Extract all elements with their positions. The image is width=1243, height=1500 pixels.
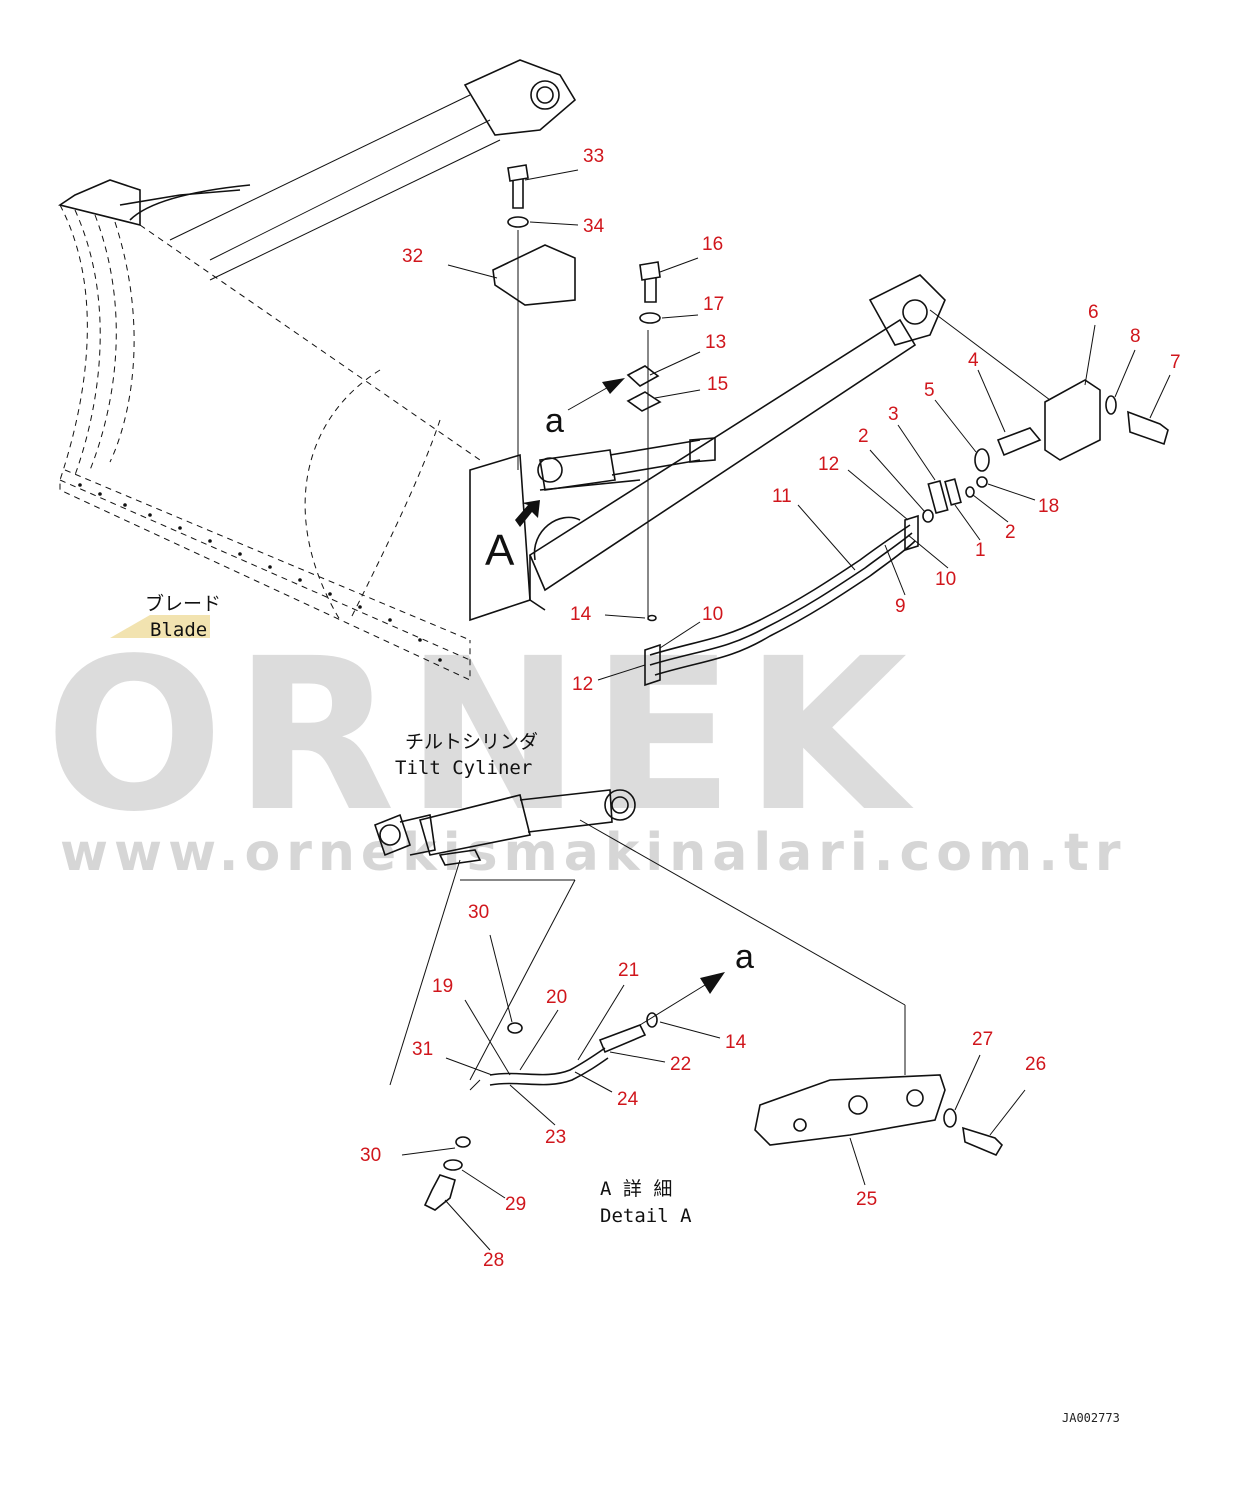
blade-drawing: ブレード Blade — [58, 59, 577, 681]
view-a-label: A — [485, 526, 515, 575]
callout-7: 7 — [1170, 352, 1181, 373]
right-parts — [922, 309, 1169, 523]
callout-5: 5 — [924, 380, 935, 401]
callout-12b: 12 — [572, 674, 593, 695]
watermark: ORNEK www.ornekismakinalari.com.tr — [45, 613, 1126, 883]
callout-17: 17 — [703, 294, 724, 315]
callout-22: 22 — [670, 1054, 691, 1075]
arrow-a-head-detail — [700, 972, 725, 994]
tilt-cylinder: チルトシリンダ Tilt Cyliner — [374, 731, 906, 1086]
bolt-33 — [507, 164, 529, 182]
bolt-26 — [962, 1126, 1004, 1157]
callout-21: 21 — [618, 960, 639, 981]
callout-24: 24 — [617, 1089, 639, 1110]
washer-2a — [922, 509, 934, 523]
bolt-28 — [423, 1174, 456, 1211]
washer-27 — [943, 1108, 957, 1128]
washer-29 — [443, 1159, 463, 1171]
callout-8: 8 — [1130, 326, 1141, 347]
callout-11: 11 — [772, 486, 792, 507]
callout-29: 29 — [505, 1194, 526, 1215]
top-parts — [492, 164, 662, 622]
oring-14-detail — [646, 1012, 658, 1028]
shim-3 — [927, 479, 949, 515]
guard-25 — [754, 1074, 946, 1146]
pin-4 — [996, 427, 1042, 457]
bolt-7 — [1127, 410, 1169, 446]
callout-16: 16 — [702, 234, 723, 255]
callout-14b: 14 — [725, 1032, 747, 1053]
callout-23: 23 — [545, 1127, 566, 1148]
callout-9: 9 — [895, 596, 906, 617]
blade-label-jp: ブレード — [145, 592, 221, 615]
callout-1: 1 — [975, 540, 986, 561]
callout-3: 3 — [888, 404, 899, 425]
callout-18: 18 — [1038, 496, 1059, 517]
blade-label-en: Blade — [150, 619, 207, 641]
watermark-brand: ORNEK — [45, 613, 917, 858]
plate-13 — [626, 365, 660, 387]
callout-10a: 10 — [935, 569, 956, 590]
callout-31: 31 — [412, 1039, 433, 1060]
clip-30-top — [507, 1022, 523, 1034]
callout-27: 27 — [972, 1029, 993, 1050]
callout-19: 19 — [432, 976, 453, 997]
callout-leaders — [401, 169, 1171, 1251]
bolt-16 — [639, 261, 661, 281]
nut-18 — [976, 476, 988, 488]
bracket-32 — [492, 244, 576, 306]
arrow-a-shaft-detail — [639, 984, 706, 1026]
washer-17 — [639, 312, 661, 324]
clip-30-bottom — [455, 1136, 471, 1148]
right-arm: A a — [485, 274, 946, 611]
blade-tag-highlight — [110, 615, 210, 638]
drawing-code: JA002773 — [1062, 1411, 1120, 1425]
view-a-arrow — [515, 500, 540, 527]
shim-1 — [944, 478, 962, 506]
arrow-a-label-top: a — [545, 402, 564, 440]
callout-14a: 14 — [570, 604, 592, 625]
callout-10b: 10 — [702, 604, 723, 625]
callout-28: 28 — [483, 1250, 504, 1271]
arrow-a-head-top — [602, 378, 625, 394]
tilt-label-jp: チルトシリンダ — [405, 731, 538, 753]
washer-34 — [507, 216, 529, 228]
detail-label-en: Detail A — [600, 1205, 692, 1227]
callout-34: 34 — [583, 216, 605, 237]
callout-2b: 2 — [1005, 522, 1016, 543]
washer-8 — [1105, 395, 1117, 415]
blade-holes — [78, 483, 442, 662]
callout-32: 32 — [402, 246, 423, 267]
callout-30a: 30 — [468, 902, 489, 923]
arrow-a-label-detail: a — [735, 938, 754, 976]
washer-2b — [965, 486, 975, 498]
callout-6: 6 — [1088, 302, 1099, 323]
callout-25: 25 — [856, 1189, 877, 1210]
callout-numbers: 33 34 32 16 17 13 15 6 8 7 4 5 3 2 12 11… — [360, 146, 1181, 1271]
callout-2a: 2 — [858, 426, 869, 447]
callout-26: 26 — [1025, 1054, 1046, 1075]
callout-13: 13 — [705, 332, 726, 353]
callout-30b: 30 — [360, 1145, 381, 1166]
detail-a-parts: a A 詳 細 Detail A — [423, 938, 1004, 1227]
washer-5 — [974, 448, 990, 472]
callout-4: 4 — [968, 350, 979, 371]
arrow-a-shaft-top — [567, 384, 613, 411]
plate-15 — [626, 391, 662, 412]
callout-12a: 12 — [818, 454, 839, 475]
hoses — [644, 514, 919, 687]
watermark-url: www.ornekismakinalari.com.tr — [60, 823, 1126, 883]
detail-label-jp: A 詳 細 — [600, 1178, 672, 1200]
tilt-label-en: Tilt Cyliner — [395, 757, 532, 779]
callout-33: 33 — [583, 146, 604, 167]
callout-20: 20 — [546, 987, 567, 1008]
callout-15: 15 — [707, 374, 728, 395]
bracket-6 — [1044, 379, 1101, 461]
oring-14-top — [647, 614, 657, 622]
